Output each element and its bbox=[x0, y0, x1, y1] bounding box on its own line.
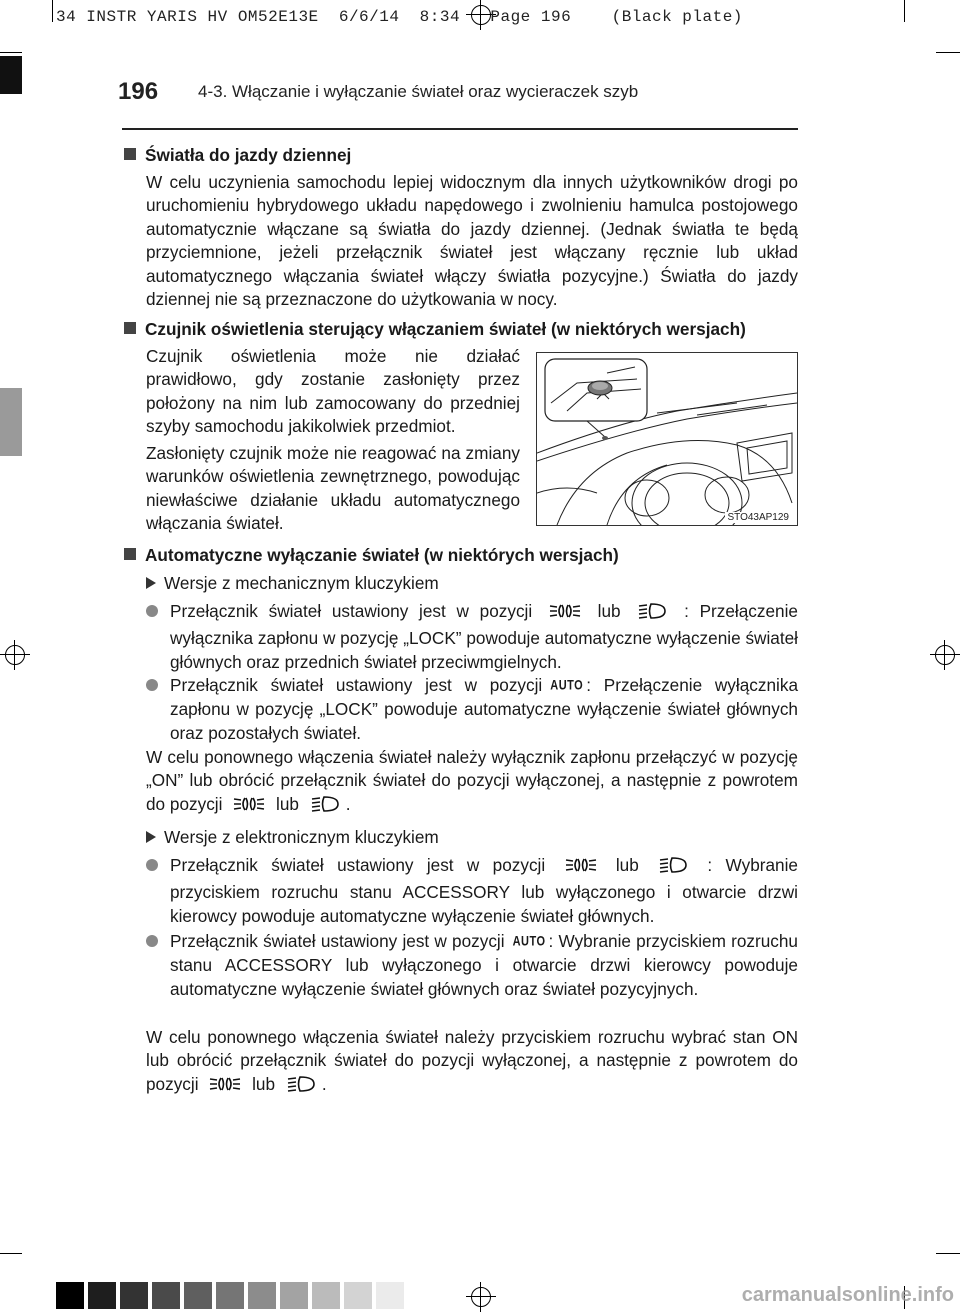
color-swatch bbox=[216, 1282, 244, 1309]
registration-mark-bottom bbox=[466, 1282, 496, 1312]
round-bullet-icon bbox=[146, 605, 158, 617]
header-rule bbox=[122, 128, 798, 130]
tail-light-icon bbox=[209, 1074, 241, 1100]
mech-bullet-1: Przełącznik świateł ustawiony jest w poz… bbox=[146, 600, 798, 674]
color-swatch bbox=[376, 1282, 404, 1309]
electronic-key-label: Wersje z elektronicznym kluczykiem bbox=[146, 826, 439, 848]
triangle-bullet-icon bbox=[146, 831, 156, 843]
registration-mark-left bbox=[0, 640, 30, 670]
elec-bullet-2: Przełącznik świateł ustawiony jest w poz… bbox=[146, 930, 798, 1001]
crop-mark bbox=[0, 1253, 22, 1254]
mech-after-text: W celu ponownego włączenia świateł należ… bbox=[146, 746, 798, 820]
sensor-figure: STO43AP129 bbox=[536, 352, 798, 526]
registration-mark-right bbox=[930, 640, 960, 670]
color-swatch bbox=[56, 1282, 84, 1309]
edge-tab bbox=[0, 56, 22, 94]
tail-light-icon bbox=[565, 855, 597, 881]
figure-code: STO43AP129 bbox=[725, 512, 791, 523]
headlight-icon bbox=[637, 601, 667, 627]
section-heading-drl: Światła do jazdy dziennej bbox=[124, 144, 351, 166]
section-heading-auto-off: Automatyczne wyłączanie świateł (w niekt… bbox=[124, 544, 619, 566]
page-number: 196 bbox=[118, 78, 159, 105]
dashboard-illustration bbox=[537, 358, 797, 525]
drl-body: W celu uczynienia samochodu lepiej widoc… bbox=[146, 172, 798, 310]
crop-mark bbox=[52, 0, 53, 22]
color-swatch bbox=[120, 1282, 148, 1309]
crop-mark bbox=[0, 52, 22, 53]
crop-mark bbox=[936, 1253, 960, 1254]
tail-light-icon bbox=[549, 601, 581, 627]
chapter-title: 4-3. Włączanie i wyłączanie świateł oraz… bbox=[198, 82, 639, 101]
color-swatch bbox=[248, 1282, 276, 1309]
crop-mark bbox=[904, 0, 905, 22]
sensor-para-2: Zasłonięty czujnik może nie reagować na … bbox=[146, 443, 520, 534]
watermark: carmanualsonline.info bbox=[741, 1284, 954, 1306]
color-swatch bbox=[88, 1282, 116, 1309]
section-heading-sensor: Czujnik oświetlenia sterujący włączaniem… bbox=[124, 318, 746, 340]
color-swatch bbox=[312, 1282, 340, 1309]
round-bullet-icon bbox=[146, 935, 158, 947]
square-bullet-icon bbox=[124, 148, 136, 160]
auto-position-label: AUTO bbox=[550, 678, 584, 694]
crop-mark bbox=[936, 52, 960, 53]
sensor-para-1: Czujnik oświetlenia może nie działać pra… bbox=[146, 346, 520, 437]
color-swatch bbox=[184, 1282, 212, 1309]
auto-position-label: AUTO bbox=[512, 934, 546, 950]
crop-mark bbox=[904, 1286, 905, 1309]
headlight-icon bbox=[658, 855, 688, 881]
round-bullet-icon bbox=[146, 859, 158, 871]
color-swatch bbox=[152, 1282, 180, 1309]
print-slug: 34 INSTR YARIS HV OM52E13E 6/6/14 8:34 P… bbox=[56, 8, 743, 26]
headlight-icon bbox=[310, 794, 340, 820]
mech-bullet-2: Przełącznik świateł ustawiony jest w poz… bbox=[146, 674, 798, 745]
round-bullet-icon bbox=[146, 679, 158, 691]
headlight-icon bbox=[286, 1074, 316, 1100]
elec-bullet-1: Przełącznik świateł ustawiony jest w poz… bbox=[146, 854, 798, 928]
elec-after-text: W celu ponownego włączenia świateł należ… bbox=[146, 1026, 798, 1100]
triangle-bullet-icon bbox=[146, 577, 156, 589]
color-swatch bbox=[280, 1282, 308, 1309]
square-bullet-icon bbox=[124, 548, 136, 560]
square-bullet-icon bbox=[124, 322, 136, 334]
tail-light-icon bbox=[233, 794, 265, 820]
color-swatch bbox=[344, 1282, 372, 1309]
chapter-tab bbox=[0, 388, 22, 456]
mechanical-key-label: Wersje z mechanicznym kluczykiem bbox=[146, 572, 439, 594]
registration-mark-top bbox=[466, 0, 496, 30]
